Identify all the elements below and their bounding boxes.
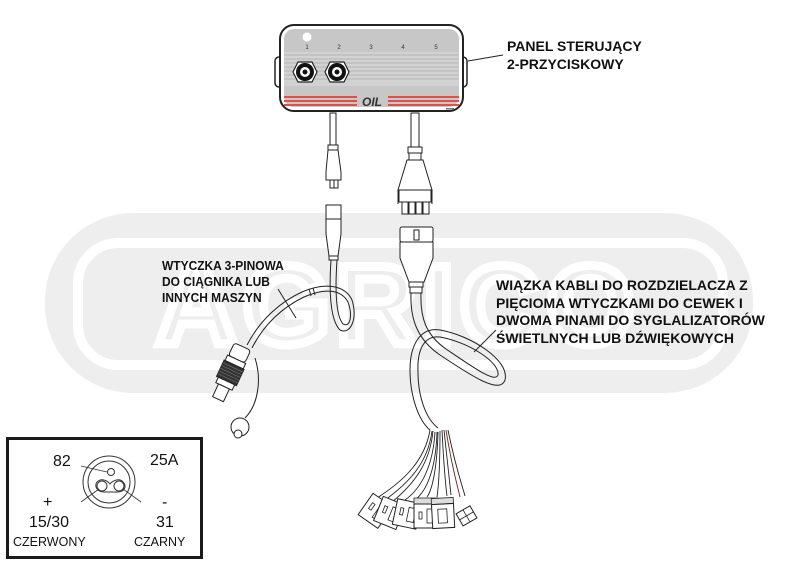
panel-harness-cable — [397, 112, 433, 215]
harness-leader-line — [473, 329, 497, 353]
panel-button-1[interactable] — [292, 61, 318, 83]
plug-cap-icon — [230, 357, 259, 439]
panel-leader-line — [467, 54, 504, 62]
slot-number-2: 2 — [337, 45, 341, 51]
minus-sign: - — [162, 494, 168, 511]
plus-wire-color: CZERWONY — [13, 535, 86, 549]
pinout-legend: 82 25A + 15/30 CZERWONY - 31 CZARNY — [6, 437, 203, 559]
signal-pin-connector — [455, 505, 478, 527]
harness-caption-line-2: PIĘCIOMA WTYCZKAMI DO CEWEK I — [496, 294, 743, 311]
pin-82-label: 82 — [53, 453, 71, 470]
plug-3pin-cable — [246, 259, 355, 349]
plug-caption-line-1: WTYCZKA 3-PINOWA — [162, 258, 284, 273]
harness-cable-loop — [409, 292, 506, 431]
minus-wire-color: CZARNY — [134, 535, 186, 549]
slot-number-4: 4 — [401, 45, 405, 51]
harness-connector-top — [399, 226, 434, 294]
panel-caption-line-1: PANEL STERUJĄCY — [507, 38, 642, 54]
plug-caption: WTYCZKA 3-PINOWA DO CIĄGNIKA LUB INNYCH … — [162, 258, 284, 306]
plus-sign: + — [43, 494, 53, 511]
harness-wires — [376, 429, 466, 503]
panel-button-2[interactable] — [324, 61, 350, 83]
plug-3pin-connector-top — [325, 204, 342, 261]
slot-number-3: 3 — [369, 45, 373, 51]
fuse-rating: 25A — [150, 452, 179, 469]
panel-stripes — [284, 96, 459, 106]
watermark-agrico: AGRICO — [45, 213, 753, 393]
led-indicator-icon — [302, 32, 312, 42]
coil-plug-5 — [430, 497, 456, 530]
slot-number-5: 5 — [434, 45, 438, 51]
plug-3pin-icon — [211, 343, 251, 403]
plug-caption-line-3: INNYCH MASZYN — [162, 290, 262, 305]
harness-caption-line-1: WIĄZKA KABLI DO ROZDZIELACZA Z — [496, 277, 748, 293]
panel-caption: PANEL STERUJĄCY 2-PRZYCISKOWY — [507, 37, 642, 73]
panel-caption-line-2: 2-PRZYCISKOWY — [507, 56, 624, 72]
socket-pinout-icon — [80, 455, 142, 509]
harness-caption-line-4: ŚWIETLNYCH LUB DŹWIĘKOWYCH — [496, 329, 734, 346]
panel-brand-label: OIL — [362, 95, 382, 109]
slot-number-1: 1 — [305, 45, 309, 51]
harness-caption: WIĄZKA KABLI DO ROZDZIELACZA Z PIĘCIOMA … — [496, 277, 765, 347]
minus-pin-label: 31 — [156, 514, 174, 531]
control-panel: 1 2 3 4 5 OIL — [274, 24, 468, 112]
plug-leader-line — [277, 288, 297, 319]
panel-power-cable — [325, 112, 342, 189]
plus-pin-label: 15/30 — [29, 514, 70, 531]
harness-caption-line-3: DWOMA PINAMI DO SYGLALIZATORÓW — [496, 312, 765, 328]
plug-caption-line-2: DO CIĄGNIKA LUB — [162, 274, 270, 289]
